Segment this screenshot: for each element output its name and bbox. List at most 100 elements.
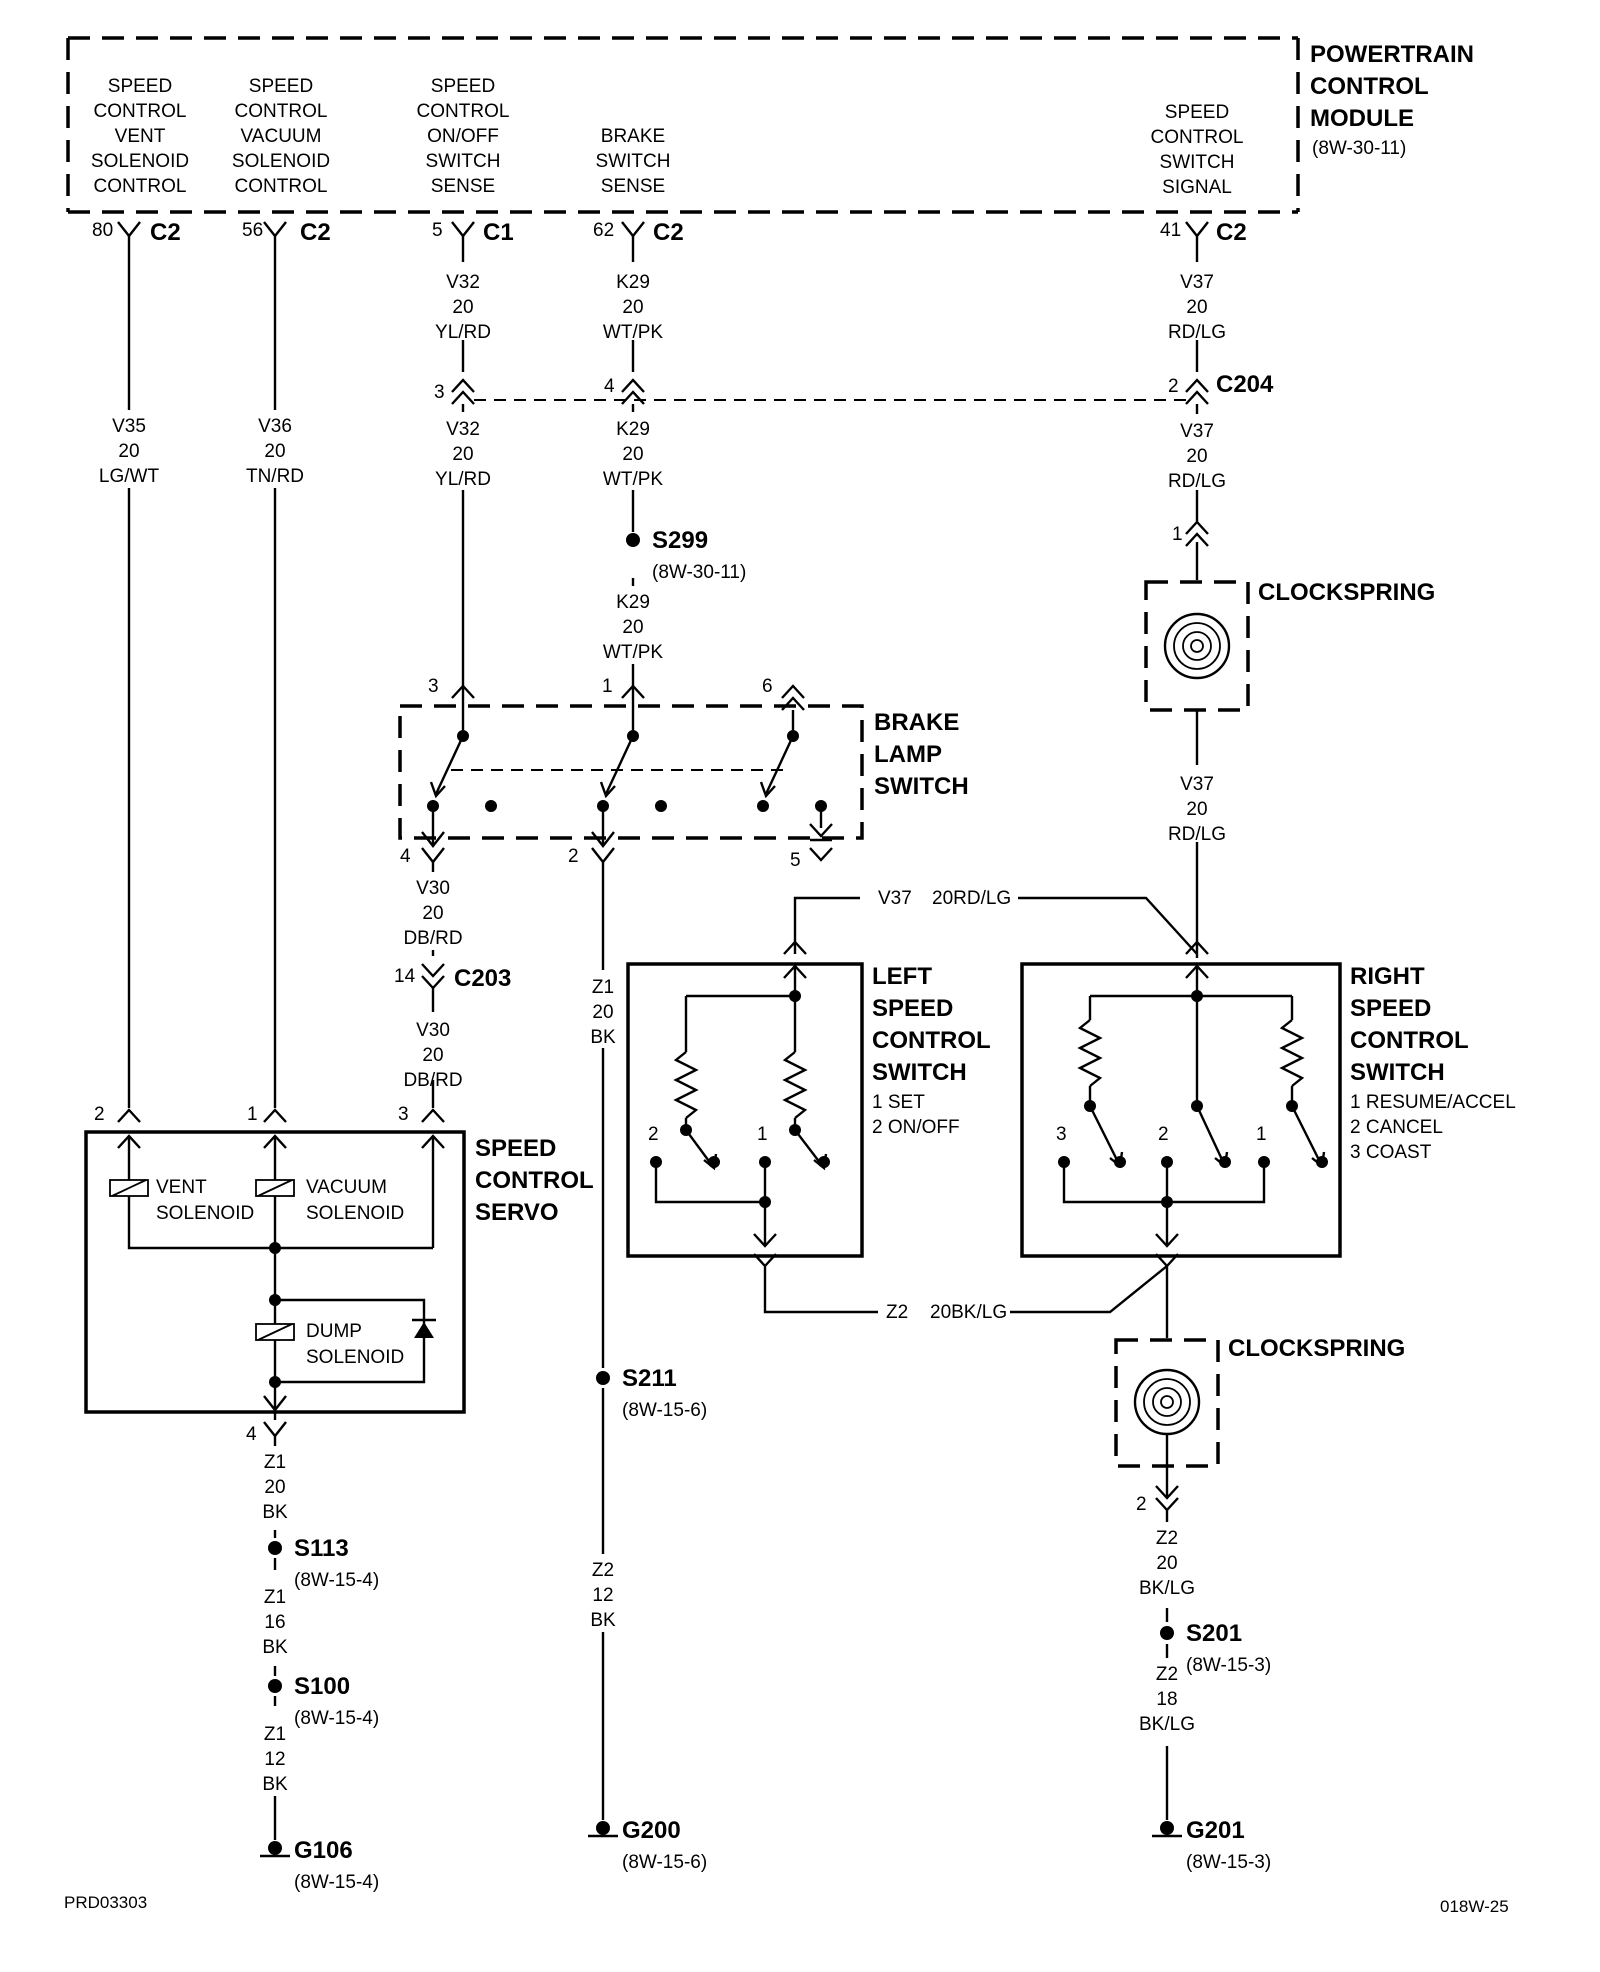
svg-text:V32: V32 <box>446 272 480 293</box>
ground-icon <box>1152 1821 1182 1838</box>
svg-text:(8W-15-4): (8W-15-4) <box>294 1708 379 1729</box>
svg-text:20BK/LG: 20BK/LG <box>930 1302 1007 1323</box>
svg-text:12: 12 <box>264 1749 285 1770</box>
svg-text:CONTROL: CONTROL <box>94 176 187 197</box>
wire-v36: V36 20 TN/RD <box>246 236 304 1108</box>
svg-text:CONTROL: CONTROL <box>872 1027 991 1054</box>
svg-text:SERVO: SERVO <box>475 1199 559 1226</box>
svg-text:41: 41 <box>1160 220 1181 241</box>
svg-text:20: 20 <box>118 441 139 462</box>
wire-v30: V30 20 DB/RD V30 20 DB/RD <box>403 862 463 1108</box>
splice-s113: S113 (8W-15-4) <box>268 1535 379 1591</box>
svg-text:Z2: Z2 <box>1156 1664 1178 1685</box>
svg-text:CONTROL: CONTROL <box>1310 73 1429 100</box>
diode-icon <box>412 1318 436 1338</box>
svg-text:RD/LG: RD/LG <box>1168 322 1226 343</box>
svg-text:6: 6 <box>762 676 773 697</box>
svg-text:V37: V37 <box>1180 774 1214 795</box>
svg-text:3: 3 <box>428 676 439 697</box>
svg-text:4: 4 <box>604 376 615 397</box>
svg-text:VENT: VENT <box>115 126 166 147</box>
svg-text:(8W-15-3): (8W-15-3) <box>1186 1852 1271 1873</box>
svg-text:20: 20 <box>264 441 285 462</box>
svg-text:14: 14 <box>394 966 416 987</box>
wire-z1-brake: Z1 20 BK Z2 12 BK <box>590 862 616 1820</box>
svg-text:BK: BK <box>590 1027 616 1048</box>
svg-text:RIGHT: RIGHT <box>1350 963 1425 990</box>
svg-text:S100: S100 <box>294 1673 350 1700</box>
wire-z2-right: Z2 20 BK/LG Z2 18 BK/LG <box>1139 1510 1195 1820</box>
svg-text:K29: K29 <box>616 272 650 293</box>
splice-s299: S299 (8W-30-11) <box>626 527 746 583</box>
svg-text:V35: V35 <box>112 416 146 437</box>
svg-text:20: 20 <box>452 444 473 465</box>
svg-text:CONTROL: CONTROL <box>417 101 510 122</box>
pcm-pin-label-vent: SPEED CONTROL VENT SOLENOID CONTROL <box>91 76 189 197</box>
clockspring-bottom-coil-icon <box>1133 1368 1201 1436</box>
svg-text:20: 20 <box>1186 446 1207 467</box>
svg-text:1: 1 <box>757 1124 768 1145</box>
svg-text:CONTROL: CONTROL <box>1151 127 1244 148</box>
svg-text:C204: C204 <box>1216 371 1274 398</box>
svg-text:V30: V30 <box>416 1020 450 1041</box>
dump-solenoid-icon <box>255 1323 295 1341</box>
svg-text:V37: V37 <box>1180 421 1214 442</box>
brake-lamp-switch: BRAKE LAMP SWITCH 3 1 6 4 2 <box>398 676 969 871</box>
svg-text:3: 3 <box>398 1104 409 1125</box>
svg-text:12: 12 <box>592 1585 613 1606</box>
svg-text:RD/LG: RD/LG <box>1168 471 1226 492</box>
svg-text:BK/LG: BK/LG <box>1139 1578 1195 1599</box>
vacuum-solenoid-icon <box>255 1179 295 1197</box>
svg-text:SPEED: SPEED <box>1350 995 1431 1022</box>
svg-text:3 COAST: 3 COAST <box>1350 1142 1432 1163</box>
wire-v37-clock-to-right-switch: V37 20 RD/LG <box>1168 710 1226 958</box>
pcm-pin-5: 5 C1 <box>432 219 514 246</box>
svg-text:20: 20 <box>1186 799 1207 820</box>
pcm-pin-label-onoff: SPEED CONTROL ON/OFF SWITCH SENSE <box>417 76 510 197</box>
svg-text:G106: G106 <box>294 1837 353 1864</box>
clockspring-top: 1 CLOCKSPRING <box>1144 520 1435 712</box>
svg-text:C2: C2 <box>1216 219 1247 246</box>
svg-text:LEFT: LEFT <box>872 963 932 990</box>
svg-text:20: 20 <box>452 297 473 318</box>
svg-text:CLOCKSPRING: CLOCKSPRING <box>1228 1335 1405 1362</box>
pcm-pin-label-vacuum: SPEED CONTROL VACUUM SOLENOID CONTROL <box>232 76 330 197</box>
svg-text:SWITCH: SWITCH <box>1350 1059 1445 1086</box>
svg-text:BK: BK <box>590 1610 616 1631</box>
pcm-pin-56: 56 C2 <box>242 219 331 246</box>
connector-c204: 3 4 2 C204 <box>434 371 1274 405</box>
svg-text:4: 4 <box>246 1424 257 1445</box>
svg-text:SENSE: SENSE <box>431 176 495 197</box>
wire-z1-servo: Z1 20 BK Z1 16 BK Z1 12 BK <box>262 1436 288 1840</box>
svg-text:SWITCH: SWITCH <box>426 151 501 172</box>
svg-text:20: 20 <box>622 617 643 638</box>
splice-s211: S211 (8W-15-6) <box>596 1365 707 1421</box>
svg-text:2: 2 <box>568 846 579 867</box>
svg-text:VACUUM: VACUUM <box>241 126 322 147</box>
svg-text:BK: BK <box>262 1637 288 1658</box>
svg-text:ON/OFF: ON/OFF <box>427 126 499 147</box>
svg-text:3: 3 <box>434 382 445 403</box>
svg-text:2 ON/OFF: 2 ON/OFF <box>872 1117 960 1138</box>
svg-text:LAMP: LAMP <box>874 741 942 768</box>
svg-text:VACUUM: VACUUM <box>306 1177 387 1198</box>
right-speed-control-switch: RIGHT SPEED CONTROL SWITCH 1 RESUME/ACCE… <box>1020 962 1516 1338</box>
svg-text:(8W-15-6): (8W-15-6) <box>622 1852 707 1873</box>
ground-icon <box>588 1821 618 1838</box>
svg-text:TN/RD: TN/RD <box>246 466 304 487</box>
svg-text:BK/LG: BK/LG <box>1139 1714 1195 1735</box>
clockspring-bottom: CLOCKSPRING 2 <box>1114 1335 1405 1515</box>
svg-text:(8W-15-4): (8W-15-4) <box>294 1872 379 1893</box>
svg-text:BRAKE: BRAKE <box>874 709 959 736</box>
pcm-title: POWERTRAIN CONTROL MODULE (8W-30-11) <box>1310 41 1474 159</box>
svg-text:CONTROL: CONTROL <box>475 1167 594 1194</box>
svg-text:V32: V32 <box>446 419 480 440</box>
svg-text:4: 4 <box>400 846 411 867</box>
wire-k29: K29 20 WT/PK K29 20 WT/PK K29 20 WT/PK <box>603 236 663 686</box>
wire-v32: V32 20 YL/RD V32 20 YL/RD <box>435 236 491 686</box>
ground-g106: G106 (8W-15-4) <box>260 1837 379 1893</box>
svg-text:C203: C203 <box>454 965 511 992</box>
svg-text:C2: C2 <box>150 219 181 246</box>
svg-text:G200: G200 <box>622 1817 681 1844</box>
svg-text:Z2: Z2 <box>886 1302 908 1323</box>
